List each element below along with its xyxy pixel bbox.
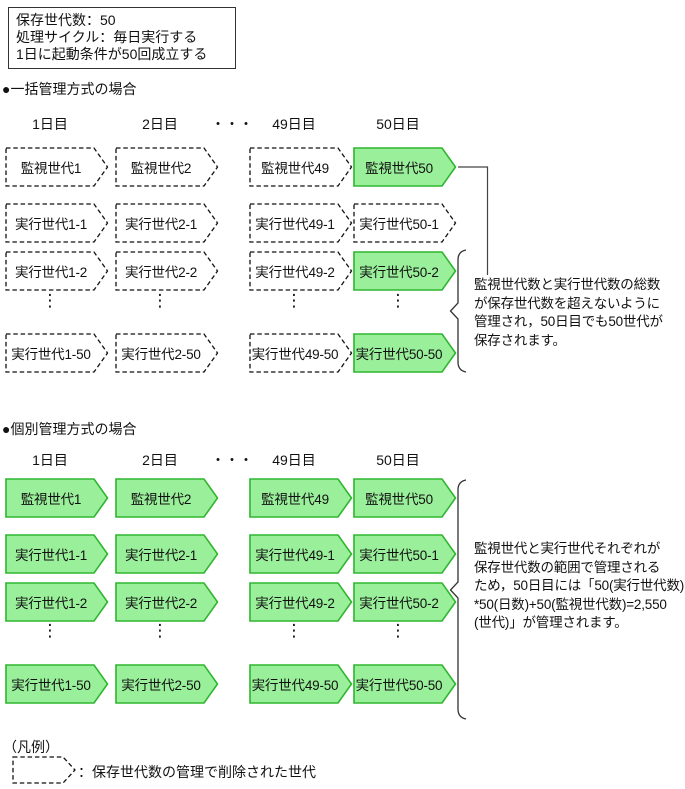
generation-arrow-label: 実行世代2-50 [121,347,201,362]
generation-arrow-label: 実行世代49-1 [255,548,335,563]
generation-arrow-label: 実行世代49-50 [251,678,339,693]
generation-arrow-label: 実行世代1-1 [14,217,88,232]
generation-arrow-kept: 実行世代49-1 [249,534,353,574]
generation-arrow-kept: 実行世代50-1 [353,534,457,574]
generation-arrow-label: 実行世代49-50 [251,347,339,362]
generation-arrow-kept: 実行世代1-1 [5,534,109,574]
generation-arrow-label: 実行世代2-1 [124,548,198,563]
generation-arrow-kept: 監視世代50 [353,478,457,518]
generation-arrow-kept: 実行世代1-2 [5,582,109,622]
generation-arrow-label: 監視世代2 [130,492,192,507]
generation-arrow-deleted: 監視世代49 [249,147,353,187]
generation-arrow-label: 監視世代2 [130,161,192,176]
generation-arrow-label: 実行世代2-50 [121,678,201,693]
legend-entry-text: ：保存世代数の管理で削除された世代 [78,764,316,780]
vertical-ellipsis: ⋮ [41,291,59,310]
generation-arrow-kept: 監視世代50 [353,147,457,187]
vertical-ellipsis: ⋮ [41,621,59,640]
generation-arrow-kept: 実行世代50-50 [353,664,457,704]
vertical-ellipsis: ⋮ [151,621,169,640]
generation-arrow-label: 監視世代50 [365,492,433,507]
generation-arrow-kept: 実行世代50-50 [353,333,457,373]
generation-arrow-label: 実行世代49-2 [255,596,335,611]
generation-arrow-deleted: 実行世代49-2 [249,251,353,291]
note-batch: 監視世代数と実行世代数の総数 が保存世代数を超えないように 管理され，50日目で… [474,277,663,348]
generation-arrow-label: 実行世代1-50 [11,347,91,362]
generation-arrow-kept: 実行世代49-2 [249,582,353,622]
generation-arrow-label: 監視世代49 [261,492,329,507]
generation-arrow-deleted: 実行世代2-1 [115,203,219,243]
day-header: 49日目 [272,116,316,132]
settings-info-box: 保存世代数：50 処理サイクル：毎日実行する 1日に起動条件が50回成立する [8,7,236,69]
vertical-ellipsis: ⋮ [389,621,407,640]
vertical-ellipsis: ⋮ [389,291,407,310]
day-header: 50日目 [376,452,420,468]
generation-arrow-label: 実行世代49-2 [255,265,335,280]
generation-arrow-label: 実行世代50-1 [359,217,439,232]
deleted-generation-legend-icon [12,756,76,784]
generation-arrow-label: 実行世代50-2 [359,596,439,611]
generation-arrow-deleted: 実行世代1-1 [5,203,109,243]
day-header-ellipsis: ・・・ [211,116,253,132]
section-heading-batch: ●一括管理方式の場合 [2,81,137,97]
day-header: 50日目 [376,116,420,132]
generation-arrow-label: 実行世代50-2 [359,265,439,280]
generation-arrow-label: 実行世代2-2 [124,265,198,280]
generation-arrow-label: 実行世代1-50 [11,678,91,693]
generation-arrow-deleted: 実行世代2-50 [115,333,219,373]
generation-arrow-label: 実行世代50-50 [355,347,443,362]
generation-arrow-kept: 監視世代2 [115,478,219,518]
generation-arrow-label: 実行世代2-1 [124,217,198,232]
generation-arrow-deleted: 監視世代1 [5,147,109,187]
legend-title: （凡例） [3,739,59,755]
generation-arrow-label: 実行世代1-1 [14,548,88,563]
day-header: 2日目 [142,452,178,468]
generation-arrow-deleted: 実行世代1-2 [5,251,109,291]
generation-arrow-kept: 監視世代1 [5,478,109,518]
vertical-ellipsis: ⋮ [285,621,303,640]
generation-arrow-label: 実行世代49-1 [255,217,335,232]
generation-arrow-label: 監視世代1 [20,492,82,507]
generation-arrow-label: 監視世代1 [20,161,82,176]
generation-arrow-label: 実行世代50-50 [355,678,443,693]
generation-arrow-deleted: 実行世代49-50 [249,333,353,373]
generation-arrow-kept: 実行世代2-1 [115,534,219,574]
generation-arrow-deleted: 実行世代1-50 [5,333,109,373]
day-header: 49日目 [272,452,316,468]
section-heading-individual: ●個別管理方式の場合 [2,421,137,437]
connector-line [458,166,489,275]
day-header: 2日目 [142,116,178,132]
generation-arrow-deleted: 実行世代50-1 [353,203,457,243]
note-individual: 監視世代と実行世代それぞれが 保存世代数の範囲で管理される ため，50日目には「… [474,541,685,630]
generation-arrow-deleted: 実行世代2-2 [115,251,219,291]
generation-arrow-kept: 実行世代50-2 [353,582,457,622]
generation-arrow-kept: 実行世代2-50 [115,664,219,704]
generation-arrow-label: 実行世代1-2 [14,596,88,611]
generation-arrow-deleted: 実行世代49-1 [249,203,353,243]
vertical-ellipsis: ⋮ [285,291,303,310]
generation-arrow-label: 実行世代50-1 [359,548,439,563]
generation-arrow-kept: 実行世代2-2 [115,582,219,622]
generation-arrow-label: 監視世代50 [365,161,433,176]
day-header: 1日目 [32,452,68,468]
generation-arrow-label: 監視世代49 [261,161,329,176]
generation-arrow-kept: 実行世代50-2 [353,251,457,291]
generation-arrow-kept: 実行世代1-50 [5,664,109,704]
generation-arrow-label: 実行世代1-2 [14,265,88,280]
generation-arrow-kept: 監視世代49 [249,478,353,518]
generation-arrow-label: 実行世代2-2 [124,596,198,611]
generation-arrow-kept: 実行世代49-50 [249,664,353,704]
day-header: 1日目 [32,116,68,132]
day-header-ellipsis: ・・・ [211,452,253,468]
vertical-ellipsis: ⋮ [151,291,169,310]
generation-arrow-deleted: 監視世代2 [115,147,219,187]
